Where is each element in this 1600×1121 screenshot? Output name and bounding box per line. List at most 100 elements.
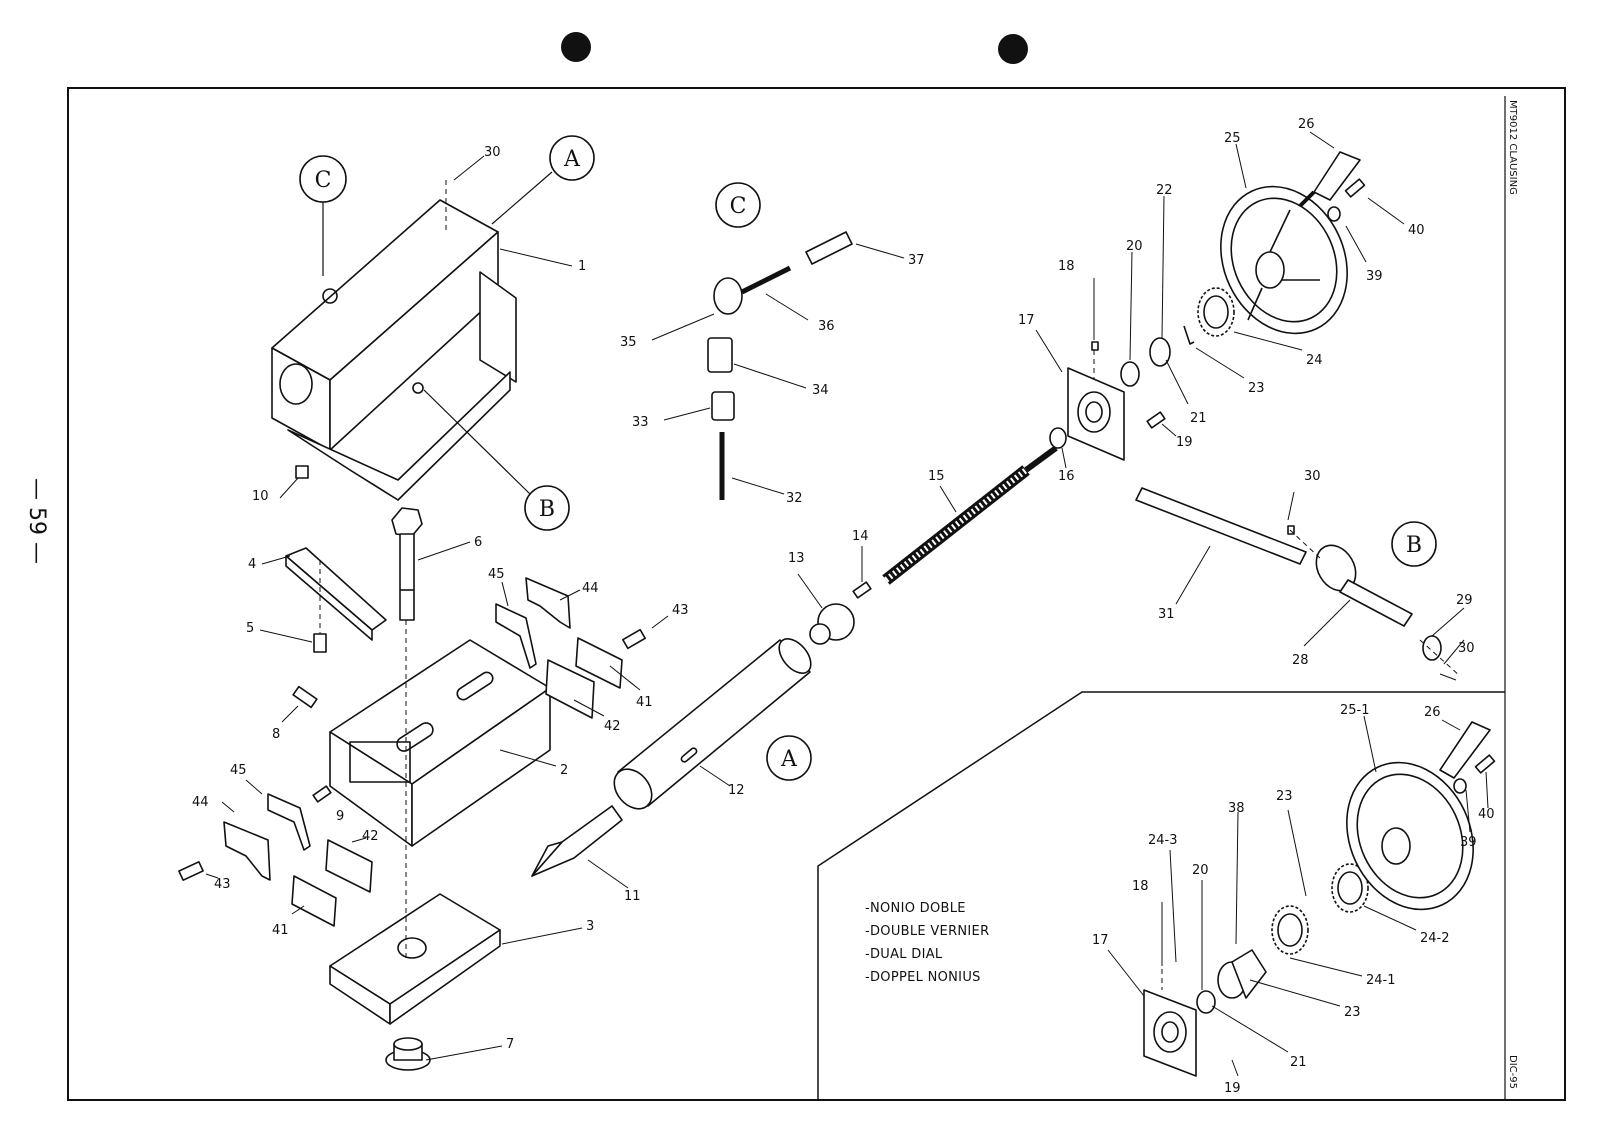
svg-text:17: 17	[1018, 313, 1035, 328]
svg-text:19: 19	[1224, 1081, 1241, 1096]
svg-text:40: 40	[1478, 807, 1495, 822]
svg-text:15: 15	[928, 469, 945, 484]
callouts: 1 2 3 4 5 6 7 8 9 10 11 12 13 14 15 16 1…	[192, 117, 1495, 1096]
note-line: -DOUBLE VERNIER	[865, 924, 989, 939]
detail-letter: A	[780, 747, 798, 772]
part-body-44-lower	[223, 821, 271, 881]
callout: 17	[1018, 313, 1063, 373]
detail-letter: B	[1406, 533, 1422, 558]
callout: 9	[336, 809, 344, 824]
svg-text:17: 17	[1092, 933, 1109, 948]
callout: 17	[1092, 933, 1145, 997]
callout: 23	[1249, 979, 1361, 1020]
callout: 7	[425, 1037, 514, 1061]
callout: 41	[272, 905, 305, 938]
callout: 21	[1211, 1005, 1307, 1070]
part-body-30	[1287, 525, 1295, 535]
drawing-code: DIC-95	[1507, 1055, 1518, 1089]
part-body-44	[525, 577, 571, 629]
callout: 18	[1058, 259, 1095, 340]
svg-text:13: 13	[788, 551, 805, 566]
binder-hole-left	[561, 32, 591, 62]
part-body-34	[707, 337, 733, 373]
svg-text:38: 38	[1228, 801, 1245, 816]
callout: 41	[609, 665, 653, 710]
svg-text:20: 20	[1192, 863, 1209, 878]
note-line: -DOPPEL NONIUS	[865, 970, 981, 985]
callout: 44	[559, 581, 599, 601]
part-body-13	[809, 603, 855, 645]
svg-text:23: 23	[1248, 381, 1265, 396]
callout: 32	[731, 477, 803, 506]
part-body-36	[740, 265, 792, 295]
part-body-16	[1049, 427, 1067, 449]
detail-marker-a2: A	[766, 735, 812, 781]
callout: 6	[417, 535, 482, 561]
part-body-20	[1120, 361, 1140, 387]
callout: 34	[733, 363, 829, 398]
callout: 1	[499, 248, 586, 274]
detail-marker-c: C	[299, 155, 347, 276]
callout: 23	[1195, 347, 1265, 396]
callout: 16	[1058, 447, 1075, 484]
callout: 28	[1292, 599, 1351, 668]
part-body-14	[852, 581, 872, 599]
callout: 42	[573, 699, 621, 734]
svg-text:24-1: 24-1	[1366, 973, 1396, 988]
svg-text:39: 39	[1460, 835, 1477, 850]
part-body-45	[495, 603, 537, 669]
svg-text:33: 33	[632, 415, 649, 430]
callout: 39	[1460, 789, 1477, 850]
part-body-39	[1327, 206, 1341, 222]
part-body-24	[1197, 287, 1235, 337]
svg-text:23: 23	[1276, 789, 1293, 804]
callout: 37	[855, 243, 925, 268]
callout: 3	[501, 919, 594, 945]
svg-text:25-1: 25-1	[1340, 703, 1370, 718]
note-line: -DUAL DIAL	[865, 947, 943, 962]
part-body-40-inset	[1474, 754, 1496, 774]
svg-text:26: 26	[1424, 705, 1441, 720]
callout: 12	[699, 765, 745, 798]
detail-letter: B	[539, 497, 555, 522]
callout: 19	[1161, 423, 1193, 450]
callout: 30	[1287, 469, 1321, 521]
callout: 39	[1345, 225, 1383, 284]
svg-text:42: 42	[362, 829, 379, 844]
callout: 36	[765, 293, 835, 334]
callout: 45	[488, 567, 509, 607]
variant-notes: -NONIO DOBLE -DOUBLE VERNIER -DUAL DIAL …	[865, 901, 989, 985]
svg-text:20: 20	[1126, 239, 1143, 254]
part-body-38	[1217, 949, 1267, 999]
callout: 23	[1276, 789, 1307, 897]
callout: 33	[632, 407, 711, 430]
svg-text:24: 24	[1306, 353, 1323, 368]
part-body-11	[531, 805, 623, 877]
svg-text:43: 43	[672, 603, 689, 618]
detail-marker-b: B	[423, 389, 570, 531]
part-body-5	[313, 633, 327, 653]
part-body-41	[575, 637, 623, 689]
detail-letter: A	[563, 147, 581, 172]
part-body-31	[1135, 487, 1307, 565]
svg-text:10: 10	[252, 489, 269, 504]
part-body-43	[622, 628, 646, 650]
callout: 30	[1443, 639, 1475, 665]
part-body-22	[1149, 337, 1171, 367]
callout: 10	[252, 477, 299, 504]
callout: 20	[1126, 239, 1143, 361]
detail-marker-b2: B	[1391, 521, 1437, 567]
callout: 24-3	[1148, 833, 1178, 963]
svg-text:26: 26	[1298, 117, 1315, 132]
part-body-1	[271, 199, 517, 501]
callout: 24-2	[1363, 905, 1450, 946]
svg-text:24-3: 24-3	[1148, 833, 1178, 848]
svg-text:30: 30	[1304, 469, 1321, 484]
callout: 26	[1424, 705, 1461, 731]
part-body-21-inset	[1196, 990, 1216, 1014]
callout: 13	[788, 551, 823, 609]
svg-text:28: 28	[1292, 653, 1309, 668]
svg-text:44: 44	[582, 581, 599, 596]
svg-text:9: 9	[336, 809, 344, 824]
part-body-6	[391, 507, 423, 621]
